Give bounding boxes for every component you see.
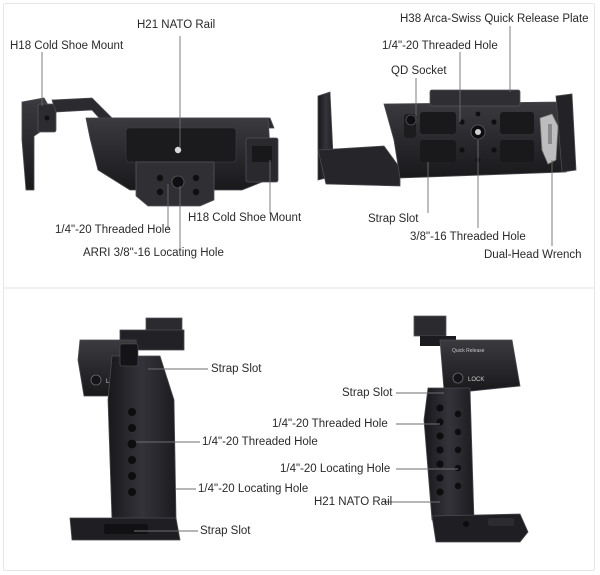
label-h21-nato-rail-top: H21 NATO Rail	[137, 19, 216, 31]
quick-release-engraving: Quick Release	[452, 348, 485, 354]
lock-engraving-right: LOCK	[468, 377, 484, 383]
label-big-threaded-hole: 3/8"-16 Threaded Hole	[410, 231, 526, 243]
cage-bottom-view	[317, 89, 577, 187]
label-strap-slot-br: Strap Slot	[342, 387, 393, 399]
label-threaded-hole-tr: 1/4"-20 Threaded Hole	[382, 40, 498, 52]
label-threaded-hole-tl: 1/4"-20 Threaded Hole	[55, 224, 171, 236]
label-qd-socket: QD Socket	[391, 65, 447, 77]
label-arri-locating-hole: ARRI 3/8"-16 Locating Hole	[83, 247, 224, 259]
label-strap-slot-bl-bottom: Strap Slot	[200, 525, 251, 537]
cage-top-view	[21, 97, 279, 207]
label-threaded-hole-br: 1/4"-20 Threaded Hole	[272, 418, 388, 430]
label-dual-head-wrench: Dual-Head Wrench	[484, 249, 582, 261]
cage-side-view-left: LOCK	[69, 317, 185, 541]
section-divider	[4, 287, 594, 289]
label-locating-hole-br: 1/4"-20 Locating Hole	[280, 463, 391, 475]
label-strap-slot-bl-top: Strap Slot	[211, 363, 262, 375]
leader-lines	[41, 26, 553, 532]
label-h21-nato-rail-br: H21 NATO Rail	[314, 496, 393, 508]
label-arca-swiss-plate: H38 Arca-Swiss Quick Release Plate	[400, 13, 589, 25]
label-h18-cold-shoe-bottom: H18 Cold Shoe Mount	[188, 212, 302, 224]
label-strap-slot-tr: Strap Slot	[368, 213, 419, 225]
label-locating-hole-bl: 1/4"-20 Locating Hole	[198, 483, 309, 495]
label-h18-cold-shoe-top: H18 Cold Shoe Mount	[10, 40, 124, 52]
label-threaded-hole-bl: 1/4"-20 Threaded Hole	[202, 436, 318, 448]
cage-side-view-right: Quick Release LOCK	[413, 315, 529, 543]
